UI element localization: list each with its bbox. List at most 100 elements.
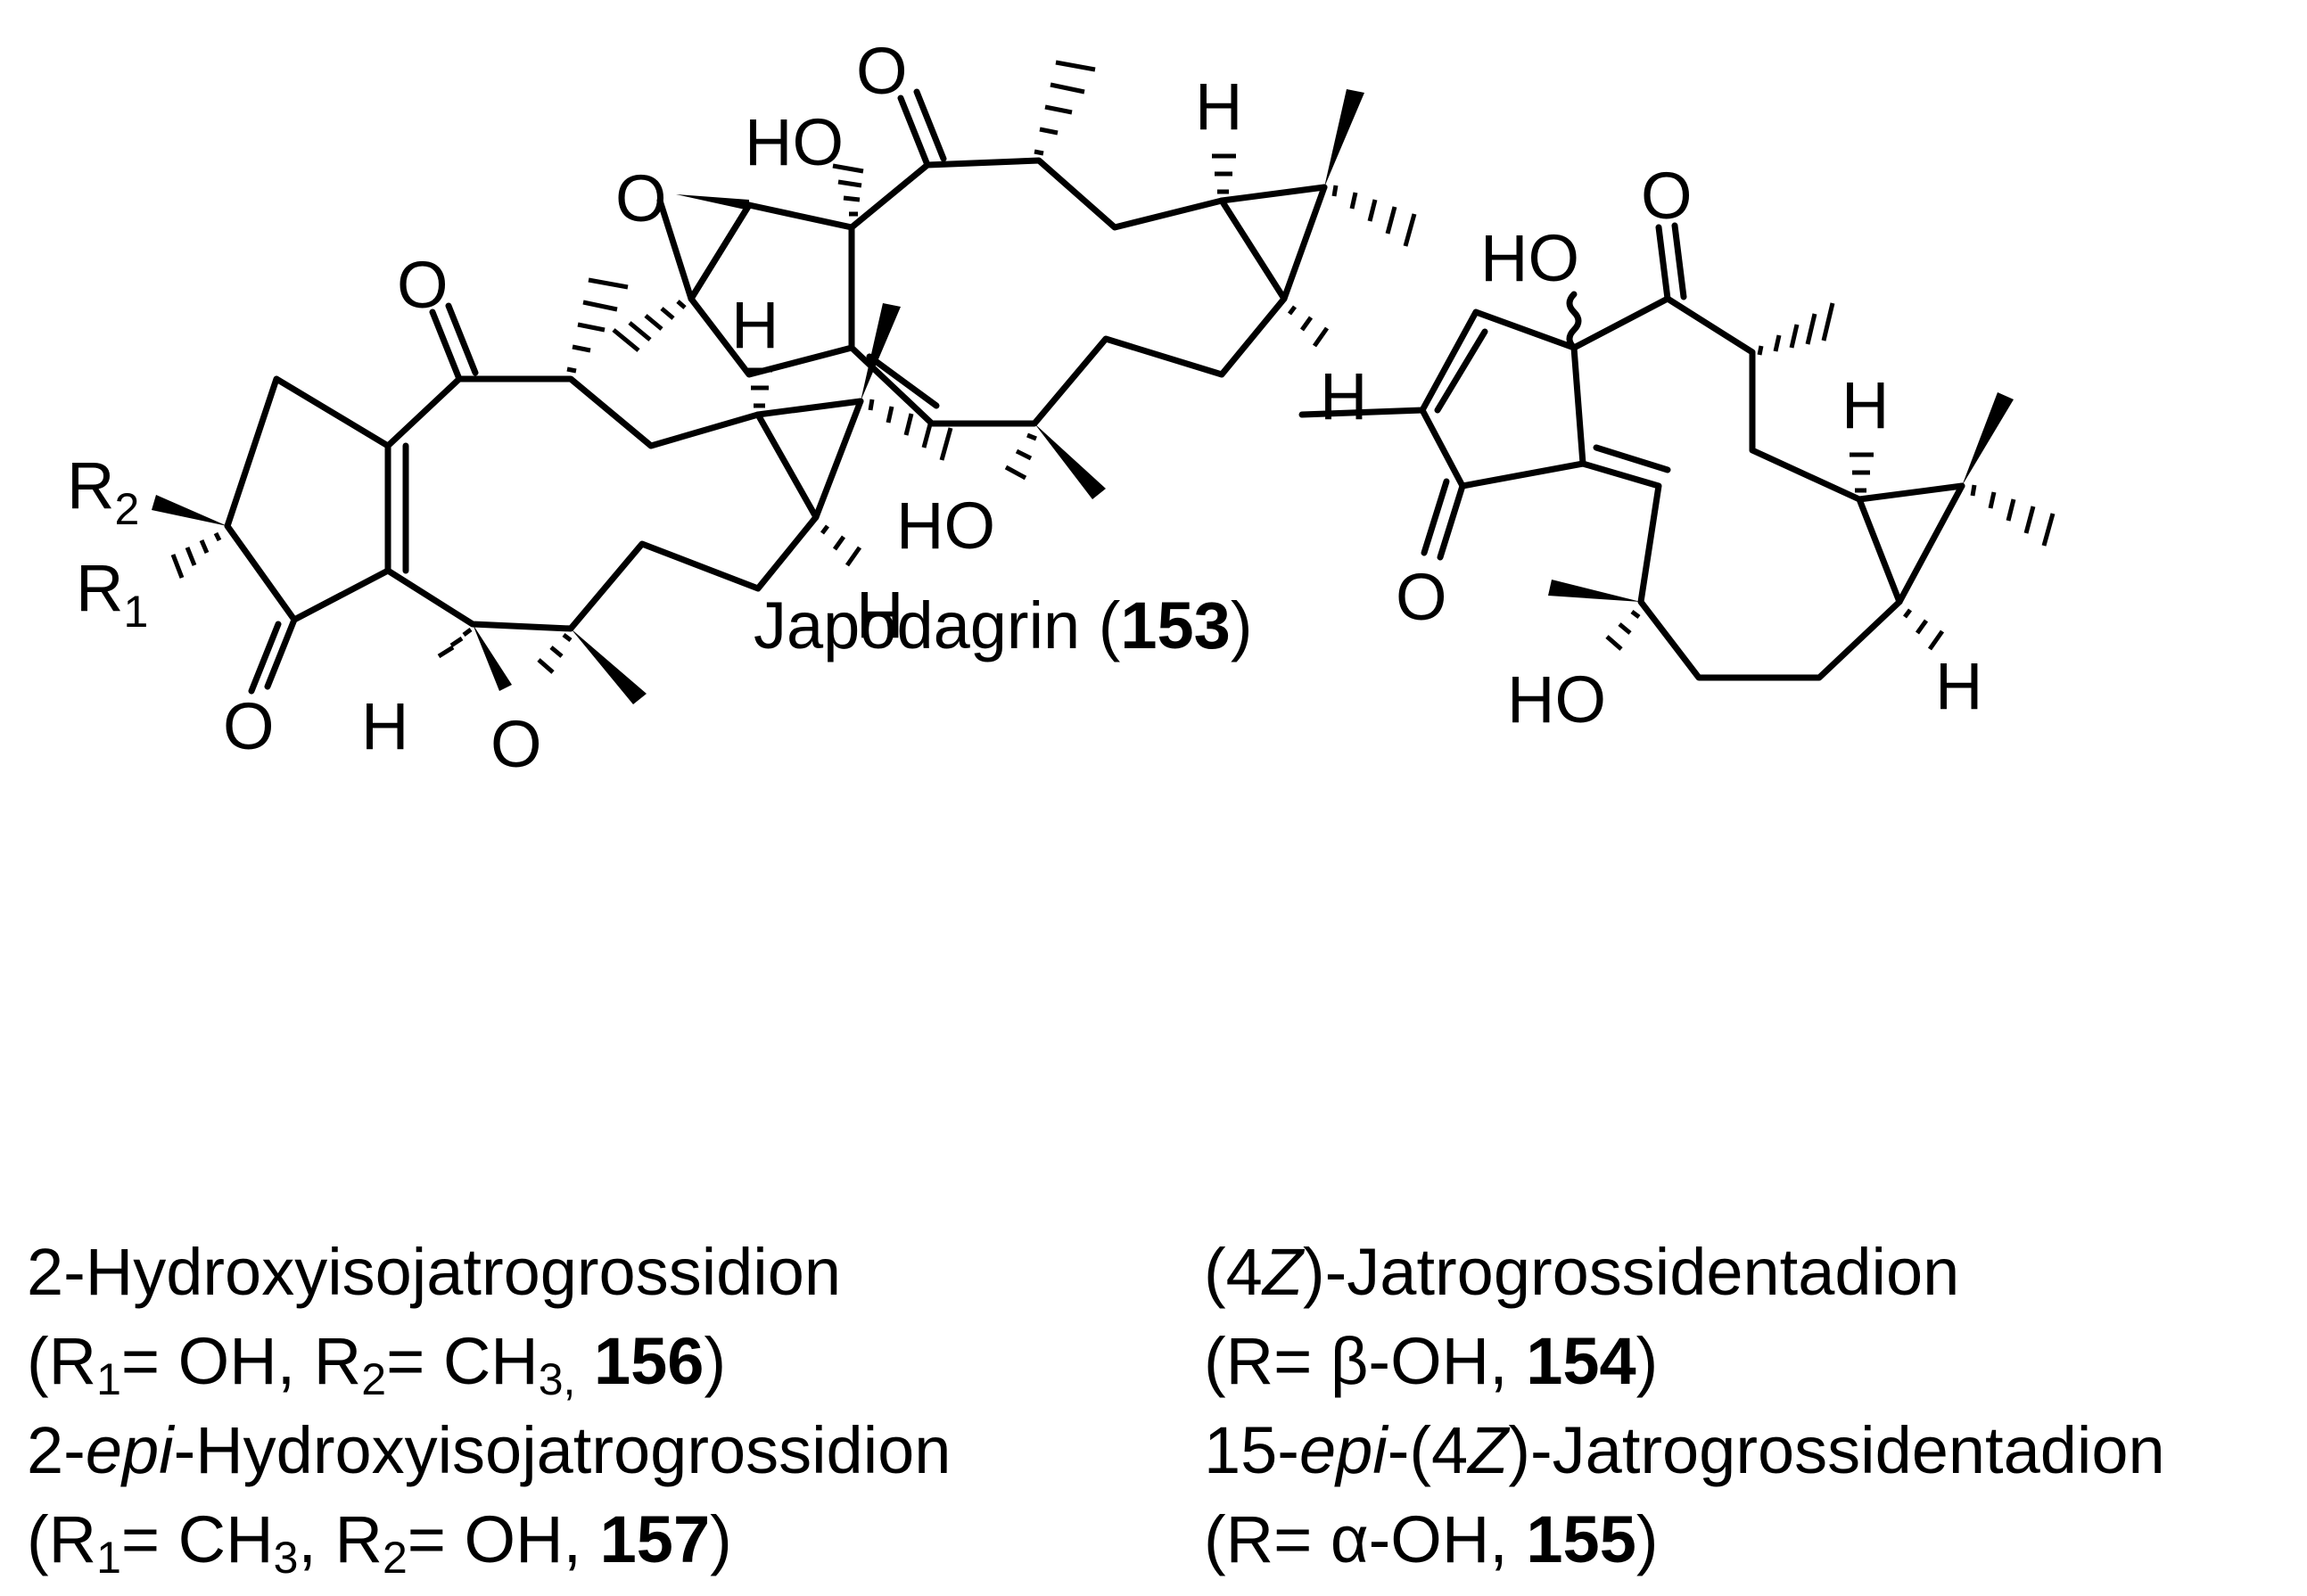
compound-name: -Hydroxyisojatrogrossidion xyxy=(173,1413,952,1487)
bond xyxy=(1437,482,1466,561)
compound-number: 154 xyxy=(1526,1324,1636,1398)
caption-154-name: (4Z)-Jatrogrossidentadion xyxy=(1204,1239,1959,1305)
bond xyxy=(1434,328,1488,414)
hash-bond xyxy=(1331,185,1417,247)
atom-label: O xyxy=(1396,560,1447,634)
hash-bond xyxy=(1903,608,1945,651)
caption-text: ) xyxy=(1635,1324,1659,1398)
wedge-bond xyxy=(473,624,512,691)
caption-text: ) xyxy=(704,1324,727,1398)
atom-label: O xyxy=(1641,159,1693,233)
compound-name: 2-Hydroxyisojatrogrossidion xyxy=(27,1235,842,1309)
wedge-bond xyxy=(1962,392,2014,486)
hash-bond xyxy=(566,277,629,374)
compound-name: )-Jatrogrossidentadion xyxy=(1303,1235,1960,1309)
bond xyxy=(1856,482,1965,503)
wedge-bond xyxy=(571,629,647,704)
hash-bond xyxy=(832,163,864,217)
subscript: 2 xyxy=(382,1533,408,1583)
caption-text: = OH, xyxy=(407,1502,600,1576)
bond xyxy=(812,398,864,521)
bond xyxy=(656,197,695,302)
wavy-bond xyxy=(1566,291,1582,351)
hash-bond xyxy=(820,524,862,567)
atom-label: O xyxy=(856,34,908,108)
bond xyxy=(224,375,391,623)
subscript: 3, xyxy=(538,1354,576,1404)
atom-label: H xyxy=(1320,359,1367,433)
bond xyxy=(688,202,753,302)
atom-label: H xyxy=(731,288,779,362)
atom-label: R1 xyxy=(76,551,148,637)
subscript: 2 xyxy=(361,1354,387,1404)
bond xyxy=(913,88,947,162)
atom-r: R xyxy=(76,551,123,625)
hash-bond xyxy=(1605,610,1641,651)
hash-bond xyxy=(1034,60,1096,156)
caption-text: ) xyxy=(710,1502,732,1576)
caption-text: = OH, R xyxy=(120,1324,362,1398)
caption-text: = CH xyxy=(120,1502,274,1576)
bond xyxy=(445,302,479,376)
atom-label: HO xyxy=(745,105,844,179)
atom-label: HO xyxy=(1480,221,1579,295)
caption-text: 2- xyxy=(27,1413,86,1487)
caption-text: , R xyxy=(298,1502,383,1576)
bond xyxy=(754,398,864,418)
compound-number: 153 xyxy=(1120,588,1231,662)
atom-r: R xyxy=(67,448,114,522)
hash-bond xyxy=(170,531,222,579)
compound-number: 157 xyxy=(599,1502,711,1576)
caption-text: (R xyxy=(27,1502,97,1576)
caption-italic: Z xyxy=(1468,1413,1509,1487)
bond xyxy=(1896,482,1965,605)
bond xyxy=(1281,184,1328,302)
hash-bond xyxy=(868,399,953,461)
atom-label: H xyxy=(1195,70,1242,144)
atom-label: H xyxy=(1841,368,1889,442)
atom-label: O xyxy=(397,248,449,322)
caption-157-formula: (R1= CH3, R2= OH, 157) xyxy=(27,1507,732,1581)
caption-text: -(4 xyxy=(1387,1413,1469,1487)
bond xyxy=(1593,444,1671,473)
hash-bond xyxy=(1970,484,2056,547)
hash-bond xyxy=(748,367,772,408)
caption-text: 15- xyxy=(1204,1413,1299,1487)
atom-label: O xyxy=(615,161,667,235)
bond xyxy=(1570,295,1903,681)
structure-isojatrogrossidion: O R2 R1 O H O H H xyxy=(67,248,953,781)
structure-jatrogrossidentadion: O HO O H H HO xyxy=(1298,159,2056,736)
bond xyxy=(1421,478,1450,556)
wedge-bond xyxy=(1548,580,1641,602)
bond xyxy=(264,616,298,690)
caption-italic: epi xyxy=(85,1413,174,1487)
caption-156-name: 2-Hydroxyisojatrogrossidion xyxy=(27,1239,841,1305)
bond xyxy=(897,95,931,169)
hash-bond xyxy=(1288,305,1330,348)
bond xyxy=(248,621,282,695)
hash-bond xyxy=(537,633,573,674)
caption-text: = CH xyxy=(386,1324,539,1398)
bond xyxy=(1671,222,1687,300)
wedge-bond xyxy=(152,495,227,526)
subscript: 1 xyxy=(96,1354,121,1404)
atom-label: O xyxy=(223,689,275,763)
atom-label: R2 xyxy=(67,448,139,534)
atom-subscript: 2 xyxy=(114,484,139,534)
structure-japodagrin: O HO O H H HO xyxy=(612,34,1417,563)
compound-name: )-Jatrogrossidentadion xyxy=(1508,1413,2165,1487)
atom-label: O xyxy=(490,707,542,781)
atom-label: H xyxy=(856,578,903,652)
caption-155-formula: (R= α-OH, 155) xyxy=(1204,1507,1659,1573)
atom-label: HO xyxy=(1507,662,1606,736)
caption-italic: Z xyxy=(1262,1235,1304,1309)
bond xyxy=(1655,224,1671,302)
bond xyxy=(1298,407,1426,418)
caption-156-formula: (R1= OH, R2= CH3, 156) xyxy=(27,1329,726,1403)
bond xyxy=(866,353,940,409)
bond xyxy=(429,309,463,383)
caption-text: (R= β-OH, xyxy=(1204,1324,1527,1398)
caption-155-name: 15-epi-(4Z)-Jatrogrossidentadion xyxy=(1204,1418,2165,1484)
wedge-bond xyxy=(1324,89,1364,187)
